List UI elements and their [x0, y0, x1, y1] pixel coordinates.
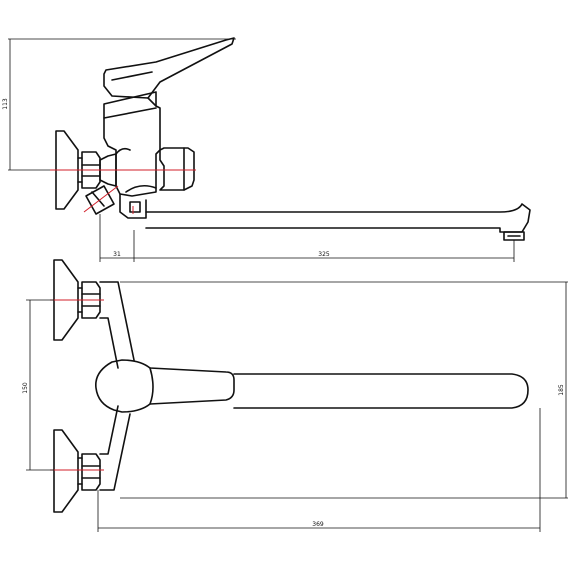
side-wall-flange — [55, 130, 79, 210]
dimension-top-spacing: 150 — [22, 299, 54, 471]
top-spout — [233, 373, 529, 409]
dim-label-31: 31 — [113, 251, 121, 258]
side-hex-nut — [81, 151, 101, 189]
side-centerline-connector — [83, 185, 119, 213]
top-upper-flange — [53, 259, 79, 341]
side-view: 113 — [2, 37, 531, 262]
dim-label-113: 113 — [2, 98, 9, 110]
dim-label-325: 325 — [318, 251, 330, 258]
dimension-top-length: 369 — [97, 408, 541, 532]
top-view: 150 185 369 — [22, 259, 568, 532]
dim-label-369: 369 — [312, 521, 324, 528]
side-lever-handle — [103, 37, 235, 99]
side-diverter-cap — [159, 147, 195, 191]
top-eccentric-arms — [99, 281, 135, 491]
dim-label-185: 185 — [558, 384, 565, 396]
side-spout-joint — [129, 201, 141, 213]
side-spout — [145, 203, 531, 233]
dimension-side-horizontal: 31 325 — [99, 214, 515, 262]
top-mixer-body — [95, 359, 235, 413]
dimension-top-height: 185 — [120, 281, 568, 499]
top-lower-nut — [81, 453, 101, 491]
top-upper-nut — [81, 281, 101, 319]
side-mixer-body — [103, 91, 161, 197]
top-lower-flange — [53, 429, 79, 513]
side-lower-connector — [85, 185, 115, 215]
dim-label-150: 150 — [22, 382, 29, 394]
